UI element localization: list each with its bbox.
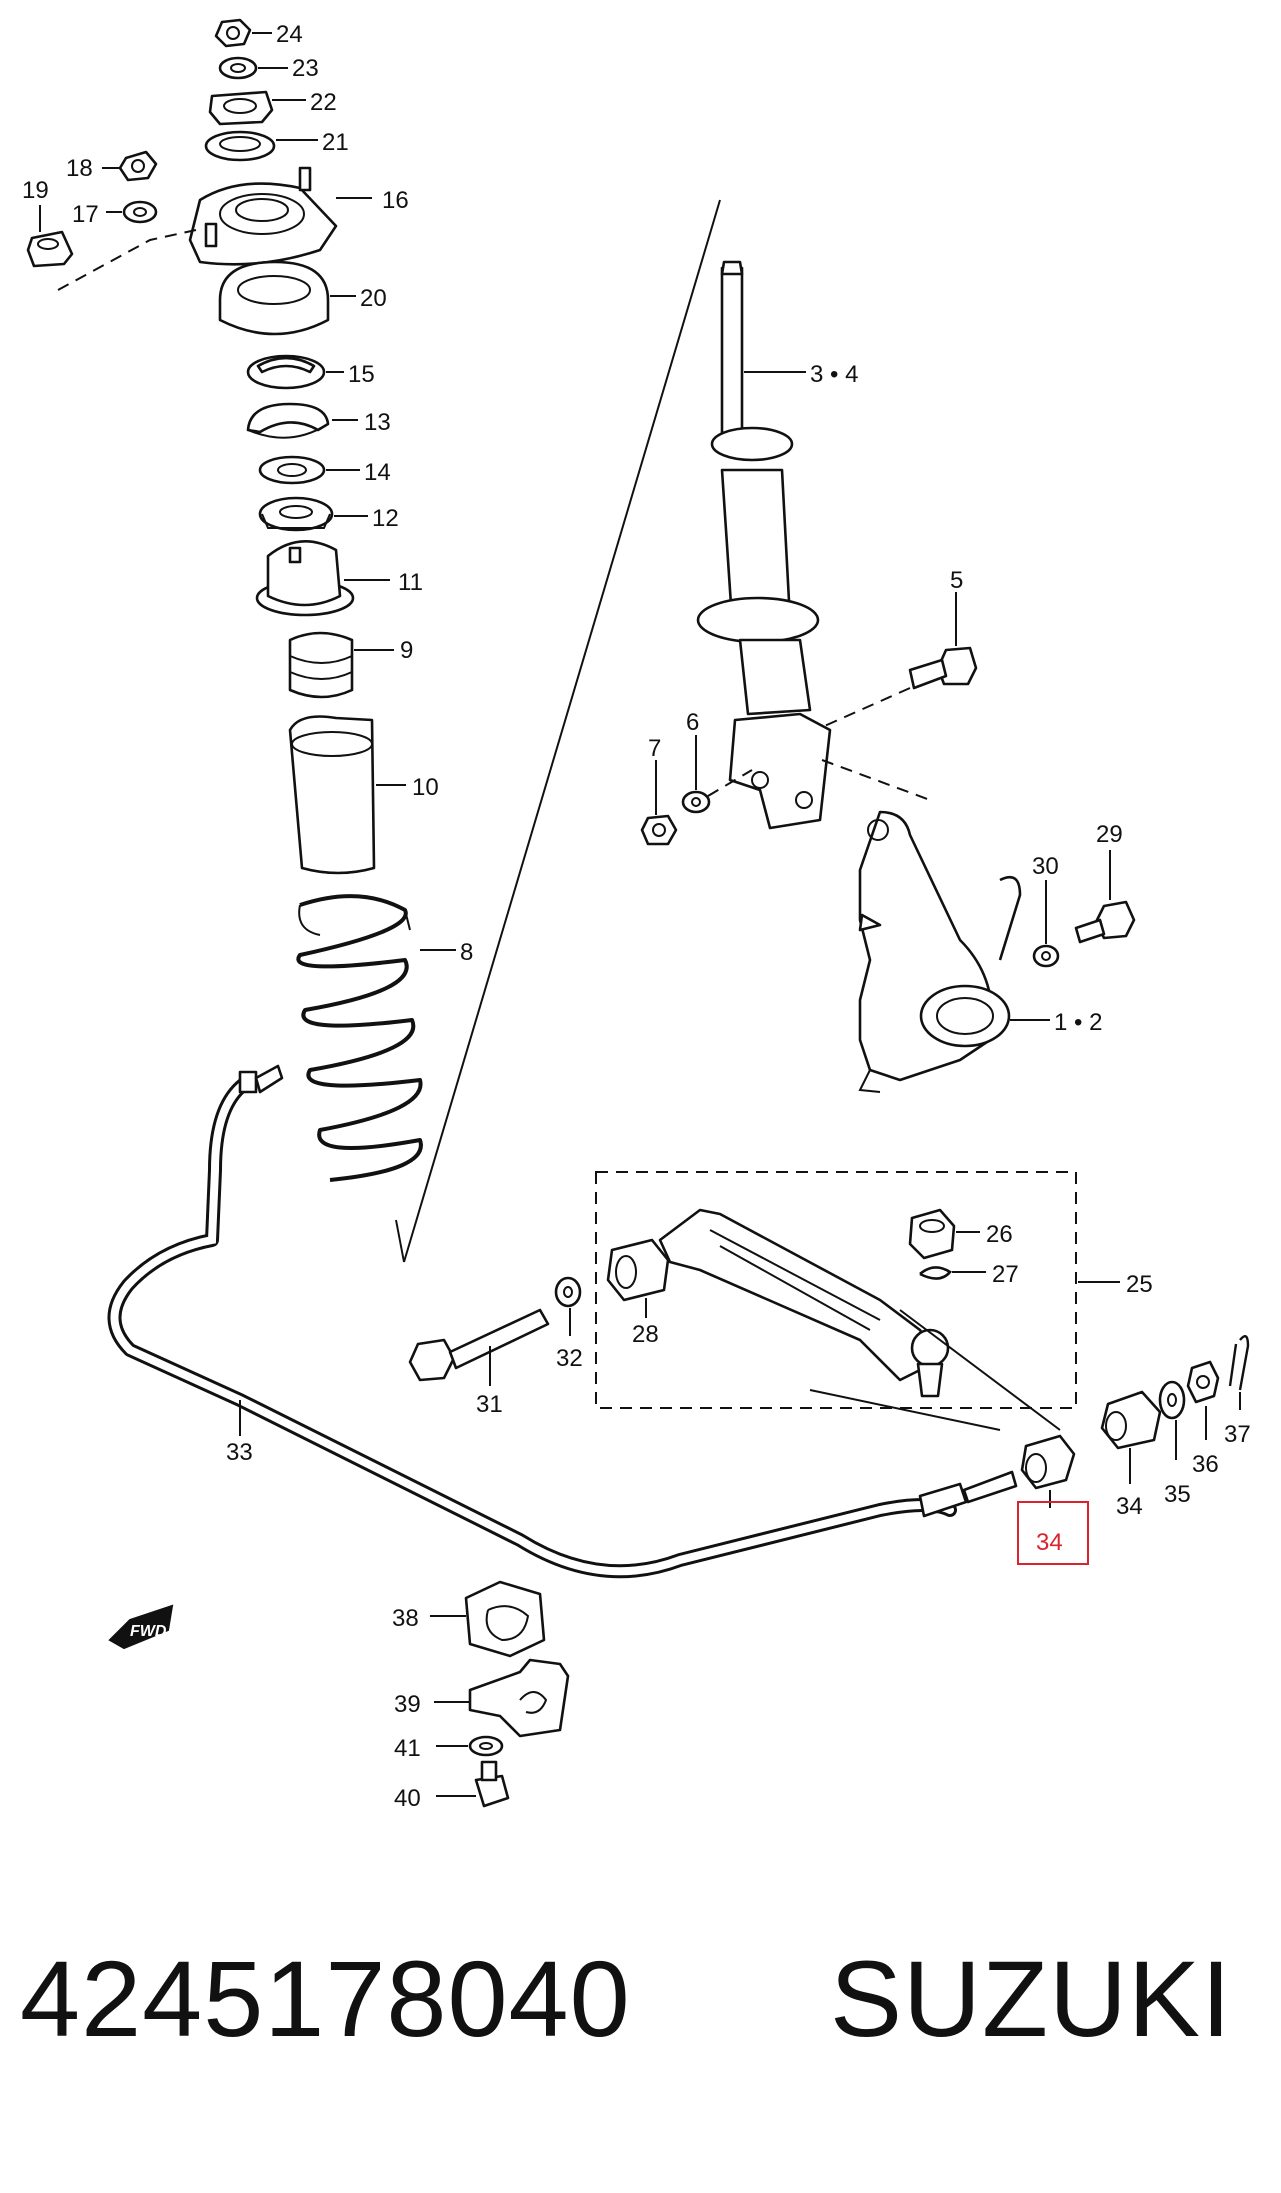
label-27: 27 xyxy=(992,1261,1019,1288)
label-20: 20 xyxy=(360,285,387,312)
part-37-cotter-pin xyxy=(1228,1335,1250,1391)
part-25-group-box xyxy=(595,1171,1077,1409)
part-3-strut-damper xyxy=(696,260,832,830)
part-31-bolt xyxy=(408,1308,550,1382)
label-3-4: 3 • 4 xyxy=(810,361,858,388)
label-13: 13 xyxy=(364,409,391,436)
brand-name: SUZUKI xyxy=(830,1938,1233,2059)
label-30: 30 xyxy=(1032,853,1059,880)
label-6: 6 xyxy=(686,709,699,736)
part-16-strut-mount xyxy=(188,166,338,266)
part-7-nut xyxy=(640,814,678,846)
label-5: 5 xyxy=(950,567,963,594)
part-24-nut xyxy=(214,18,252,48)
part-number: 4245178040 xyxy=(20,1938,631,2059)
label-34-highlighted: 34 xyxy=(1036,1529,1063,1556)
part-35-washer xyxy=(1158,1380,1186,1420)
part-30-washer xyxy=(1032,944,1060,968)
label-9: 9 xyxy=(400,637,413,664)
part-34-bushing xyxy=(1100,1390,1162,1450)
label-24: 24 xyxy=(276,21,303,48)
label-26: 26 xyxy=(986,1221,1013,1248)
part-28-bushing xyxy=(606,1238,670,1302)
label-12: 12 xyxy=(372,505,399,532)
label-32: 32 xyxy=(556,1345,583,1372)
part-8-coil-spring xyxy=(296,894,423,1182)
label-7: 7 xyxy=(648,735,661,762)
label-33: 33 xyxy=(226,1439,253,1466)
part-41-washer xyxy=(468,1735,504,1757)
fwd-arrow-icon: FWD xyxy=(108,1604,174,1650)
highlight-box xyxy=(1017,1501,1089,1565)
part-38-stabilizer-bushing xyxy=(464,1580,546,1658)
label-16: 16 xyxy=(382,187,409,214)
label-18: 18 xyxy=(66,155,93,182)
part-27-clip xyxy=(919,1266,952,1280)
part-10-dust-boot xyxy=(288,715,376,875)
label-40: 40 xyxy=(394,1785,421,1812)
label-11: 11 xyxy=(398,569,423,596)
part-20-cushion xyxy=(218,260,330,336)
label-19: 19 xyxy=(22,177,49,204)
label-21: 21 xyxy=(322,129,349,156)
part-29-bolt xyxy=(1074,900,1136,944)
label-38: 38 xyxy=(392,1605,419,1632)
label-23: 23 xyxy=(292,55,319,82)
part-21-bearing xyxy=(204,130,276,162)
part-32-washer xyxy=(554,1276,582,1308)
part-36-nut xyxy=(1186,1360,1220,1404)
label-22: 22 xyxy=(310,89,337,116)
label-31: 31 xyxy=(476,1391,503,1418)
label-36: 36 xyxy=(1192,1451,1219,1478)
part-23-washer xyxy=(218,56,258,80)
label-17: 17 xyxy=(72,201,99,228)
label-10: 10 xyxy=(412,774,439,801)
part-6-washer xyxy=(681,790,711,814)
part-25-control-arm xyxy=(658,1208,950,1398)
part-18-nut xyxy=(118,150,158,182)
part-17-washer xyxy=(122,200,158,224)
fwd-label: FWD xyxy=(130,1623,167,1640)
part-39-bracket xyxy=(468,1658,570,1738)
label-28: 28 xyxy=(632,1321,659,1348)
part-5-bolt xyxy=(908,646,978,690)
part-12-seat xyxy=(258,496,334,532)
part-9-bump-stop xyxy=(288,631,354,699)
part-15-seat xyxy=(246,354,326,390)
label-29: 29 xyxy=(1096,821,1123,848)
label-8: 8 xyxy=(460,939,473,966)
label-34: 34 xyxy=(1116,1493,1143,1520)
label-25: 25 xyxy=(1126,1271,1153,1298)
diagram-canvas: 24 23 22 21 16 18 17 xyxy=(22,18,1251,1812)
label-35: 35 xyxy=(1164,1481,1191,1508)
part-34-bushing-highlighted xyxy=(1020,1434,1076,1490)
label-41: 41 xyxy=(394,1735,421,1762)
part-13-insulator xyxy=(246,402,330,439)
part-40-bolt xyxy=(474,1760,510,1808)
part-14-washer xyxy=(258,455,326,485)
part-26-nut xyxy=(908,1208,956,1260)
part-33-stabilizer-bar xyxy=(107,1064,1018,1579)
label-37: 37 xyxy=(1224,1421,1251,1448)
label-1-2: 1 • 2 xyxy=(1054,1009,1102,1036)
part-1-steering-knuckle xyxy=(858,810,1022,1093)
label-15: 15 xyxy=(348,361,375,388)
part-11-bumper xyxy=(255,540,355,617)
label-14: 14 xyxy=(364,459,391,486)
suspension-parts-diagram: 24 23 22 21 16 18 17 xyxy=(22,18,1251,1812)
part-19-nut xyxy=(26,230,74,268)
part-22-plate xyxy=(208,90,274,126)
label-39: 39 xyxy=(394,1691,421,1718)
